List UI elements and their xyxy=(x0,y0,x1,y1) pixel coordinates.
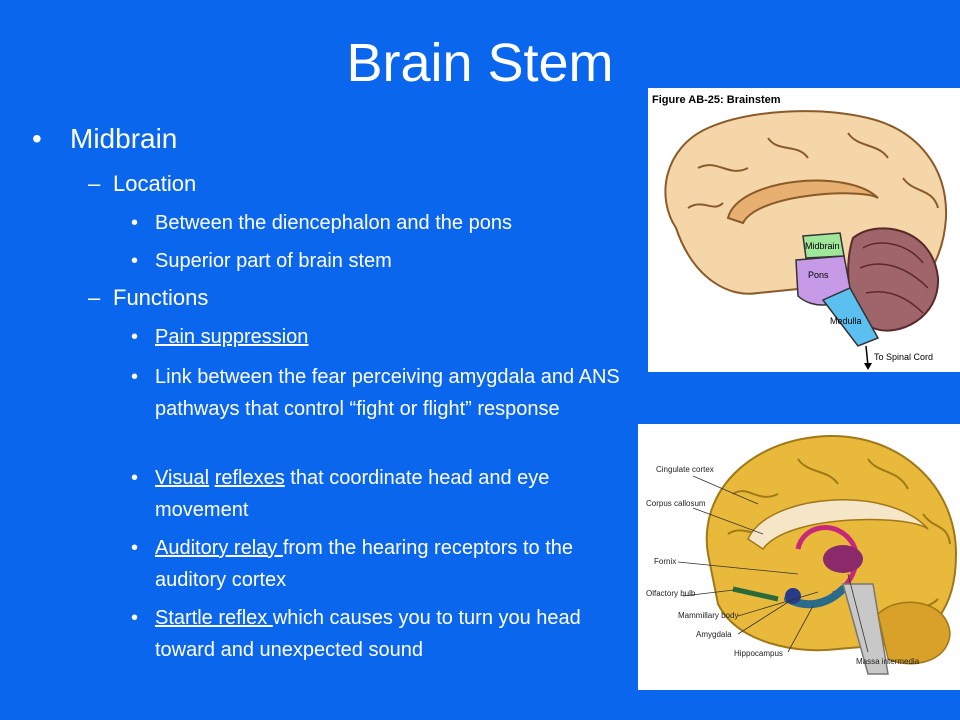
spinal-arrow-line xyxy=(865,345,869,367)
label-fornix: Fornix xyxy=(654,557,676,566)
bullet-rest: which causes you to turn you head toward… xyxy=(155,607,581,661)
label-olfactory: Olfactory bulb xyxy=(646,589,696,598)
bullet-marker: • xyxy=(32,123,42,154)
dash-marker: – xyxy=(88,171,101,196)
underlined-term: Startle reflex xyxy=(155,607,273,629)
thalamus-shape xyxy=(823,545,863,573)
corpus-callosum-shape xyxy=(747,499,929,551)
bullet-text: Pain suppression xyxy=(155,321,631,353)
label-midbrain: Midbrain xyxy=(805,241,840,251)
bullet-marker: • xyxy=(131,467,139,489)
label-medulla: Medulla xyxy=(830,316,862,326)
slide-title: Brain Stem xyxy=(346,33,614,93)
underlined-term: Pain suppression xyxy=(155,326,309,348)
subheading-text: Location xyxy=(113,171,197,196)
bullet-marker: • xyxy=(131,366,139,388)
cerebellum-folia xyxy=(859,242,929,314)
label-corpus: Corpus callosum xyxy=(646,499,706,508)
label-pointers xyxy=(677,475,869,653)
underlined-term: Visual xyxy=(155,467,210,489)
brainstem-shape xyxy=(842,583,889,675)
label-hippocampus: Hippocampus xyxy=(734,649,783,658)
bullet-text: Between the diencephalon and the pons xyxy=(155,212,512,234)
bullet-rest: that coordinate head and eye movement xyxy=(155,467,550,521)
bullet-text: Visual reflexes that coordinate head and… xyxy=(155,462,631,526)
label-amygdala: Amygdala xyxy=(696,630,732,639)
label-pons: Pons xyxy=(808,270,829,280)
spinal-arrowhead xyxy=(864,363,872,370)
label-mammillary: Mammillary body xyxy=(678,611,738,620)
bullet-text: Midbrain xyxy=(70,123,178,154)
figure-caption: Figure AB-25: Brainstem xyxy=(652,94,781,106)
cerebellum-shape xyxy=(877,601,951,665)
bullet-marker: • xyxy=(131,212,139,234)
subheading-text: Functions xyxy=(113,285,209,310)
bullet-rest: from the hearing receptors to the audito… xyxy=(155,537,573,591)
amygdala-shape xyxy=(785,588,801,604)
brainstem-figure: Figure AB-25: Brainstem Midbrain Pons Me… xyxy=(648,88,960,372)
bullet-text: Superior part of brain stem xyxy=(155,250,392,272)
bullet-marker: • xyxy=(131,537,139,559)
brainstem-diagram: Figure AB-25: Brainstem Midbrain Pons Me… xyxy=(652,94,948,370)
bullet-marker: • xyxy=(131,326,139,348)
gyri-lines xyxy=(687,132,939,209)
bullet-marker: • xyxy=(131,250,139,272)
limbic-diagram: Cingulate cortex Corpus callosum Fornix … xyxy=(646,434,958,675)
bullet-text: Auditory relay from the hearing receptor… xyxy=(155,532,631,596)
corpus-callosum-shape xyxy=(726,179,879,225)
olfactory-bulb-shape xyxy=(732,586,779,602)
label-cingulate: Cingulate cortex xyxy=(656,465,714,474)
bullet-text: Link between the fear perceiving amygdal… xyxy=(155,366,620,420)
bullet-marker: • xyxy=(131,607,139,629)
gyri-lines xyxy=(727,458,951,615)
medulla-region xyxy=(821,287,880,347)
dash-marker: – xyxy=(88,285,101,310)
underlined-term: reflexes xyxy=(214,467,285,489)
label-spinal-cord: To Spinal Cord xyxy=(874,352,933,362)
label-massa: Massa intermedia xyxy=(856,657,920,666)
limbic-figure: Cingulate cortex Corpus callosum Fornix … xyxy=(638,424,960,690)
bullet-text: Startle reflex which causes you to turn … xyxy=(155,602,631,666)
underlined-term: Auditory relay xyxy=(155,537,283,559)
